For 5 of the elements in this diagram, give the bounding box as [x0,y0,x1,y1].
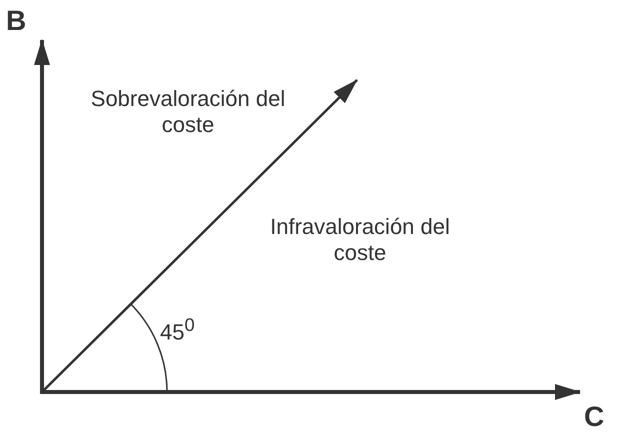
axis-label: C [584,402,604,432]
region-label: Sobrevaloración del coste [90,86,286,138]
axis-label: B [6,6,26,36]
angle-label: 45$^{0}$ [160,313,195,346]
region-label: Infravaloración del coste [269,214,451,266]
